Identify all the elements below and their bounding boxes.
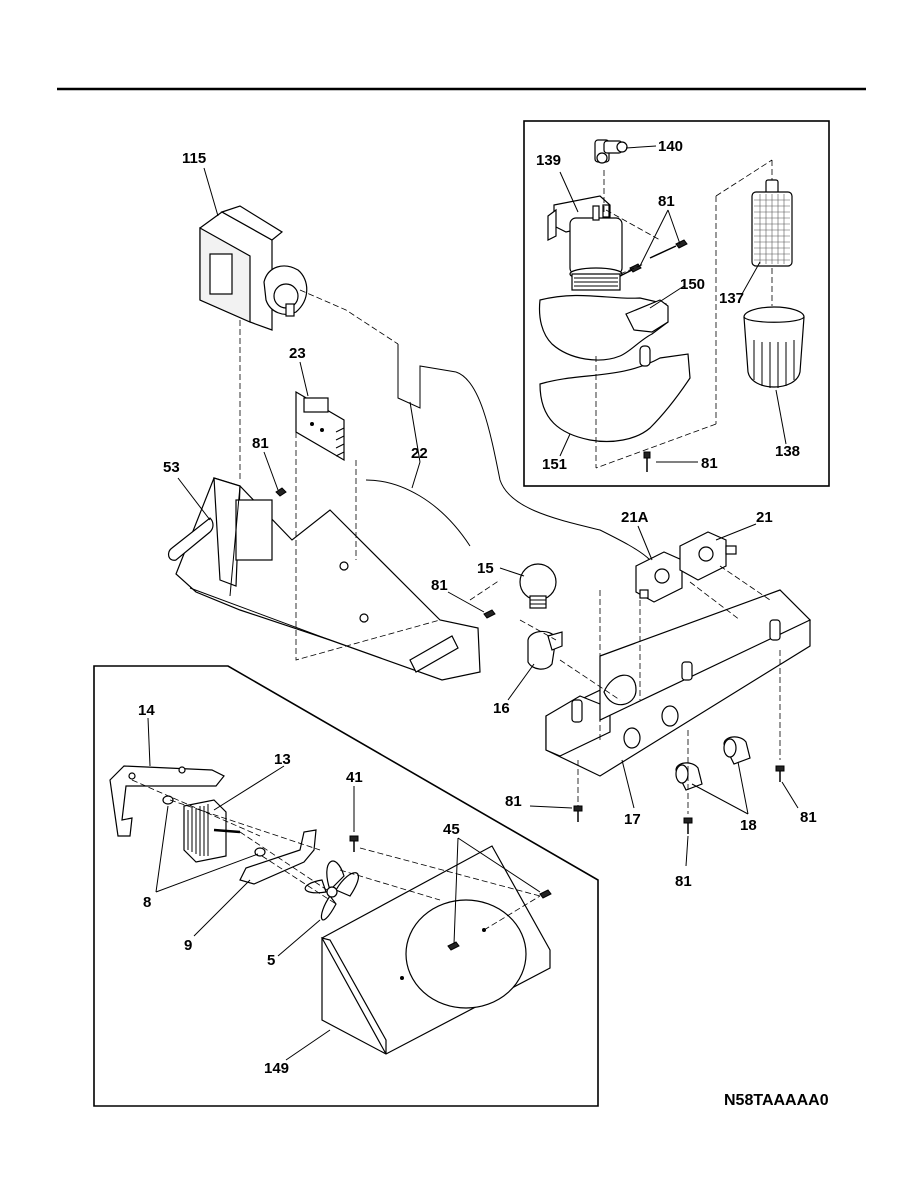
fan-blade-5 (304, 860, 360, 921)
screw-81-lower-c (775, 765, 785, 782)
heater-wire-22 (365, 344, 651, 561)
screw-81-board (275, 487, 287, 497)
callout-137: 137 (719, 290, 744, 307)
callout-81-inset-bottom: 81 (701, 455, 718, 472)
callout-21: 21 (756, 509, 773, 526)
filter-bowl-138 (743, 306, 805, 388)
knob-18-b (723, 736, 751, 765)
callout-81-lower-a: 81 (505, 793, 522, 810)
screw-81-bulb (483, 609, 496, 619)
callout-14: 14 (138, 702, 155, 719)
switch-21 (679, 531, 737, 581)
grommet-8-a (162, 795, 174, 805)
callout-9: 9 (184, 937, 192, 954)
callout-140: 140 (658, 138, 683, 155)
callout-151: 151 (542, 456, 567, 473)
fan-motor-13 (183, 799, 241, 863)
callout-17: 17 (624, 811, 641, 828)
filter-inset-frame (523, 120, 830, 487)
screw-81-inset-a (649, 239, 688, 259)
callout-149: 149 (264, 1060, 289, 1077)
control-board-23 (295, 390, 345, 462)
callout-5: 5 (267, 952, 275, 969)
light-socket-16 (527, 630, 563, 670)
switch-21A (635, 551, 683, 603)
drawing-code: N58TAAAAA0 (724, 1092, 829, 1109)
callout-45: 45 (443, 821, 460, 838)
screw-45-a (447, 941, 460, 951)
cover-150 (538, 294, 669, 361)
screw-45-b (539, 889, 552, 899)
callout-22: 22 (411, 445, 428, 462)
cover-151 (539, 345, 691, 443)
callout-21A: 21A (621, 509, 649, 526)
callout-15: 15 (477, 560, 494, 577)
filter-cartridge-137 (751, 179, 793, 267)
fan-inset-frame (93, 665, 599, 1107)
callout-23: 23 (289, 345, 306, 362)
filter-head-139 (547, 195, 623, 291)
knob-18-a (675, 762, 703, 791)
callout-81-lower-b: 81 (675, 873, 692, 890)
callout-115: 115 (182, 150, 206, 167)
screw-81-lower-a (573, 805, 583, 822)
callout-16: 16 (493, 700, 510, 717)
motor-bracket-14 (109, 765, 225, 837)
callout-81-lower-c: 81 (800, 809, 817, 826)
ice-maker-115 (199, 205, 308, 331)
callout-139: 139 (536, 152, 561, 169)
leader-lines (147, 145, 799, 1061)
callout-81-inset: 81 (658, 193, 675, 210)
callout-13: 13 (274, 751, 291, 768)
light-bulb-15 (519, 563, 557, 609)
callout-18: 18 (740, 817, 757, 834)
callout-138: 138 (775, 443, 800, 460)
motor-bracket-9 (239, 829, 317, 885)
callout-81-board: 81 (252, 435, 269, 452)
fan-shroud-149 (320, 845, 551, 1055)
elbow-fitting-140 (594, 139, 628, 164)
callout-8: 8 (143, 894, 151, 911)
dispenser-housing-17 (545, 589, 812, 777)
callout-41: 41 (346, 769, 363, 786)
callout-81-bulb: 81 (431, 577, 448, 594)
screw-81-inset-c (643, 451, 651, 472)
screw-41 (349, 835, 359, 852)
screw-81-lower-b (683, 817, 693, 834)
bracket-53 (167, 477, 481, 681)
callout-53: 53 (163, 459, 180, 476)
callout-150: 150 (680, 276, 705, 293)
